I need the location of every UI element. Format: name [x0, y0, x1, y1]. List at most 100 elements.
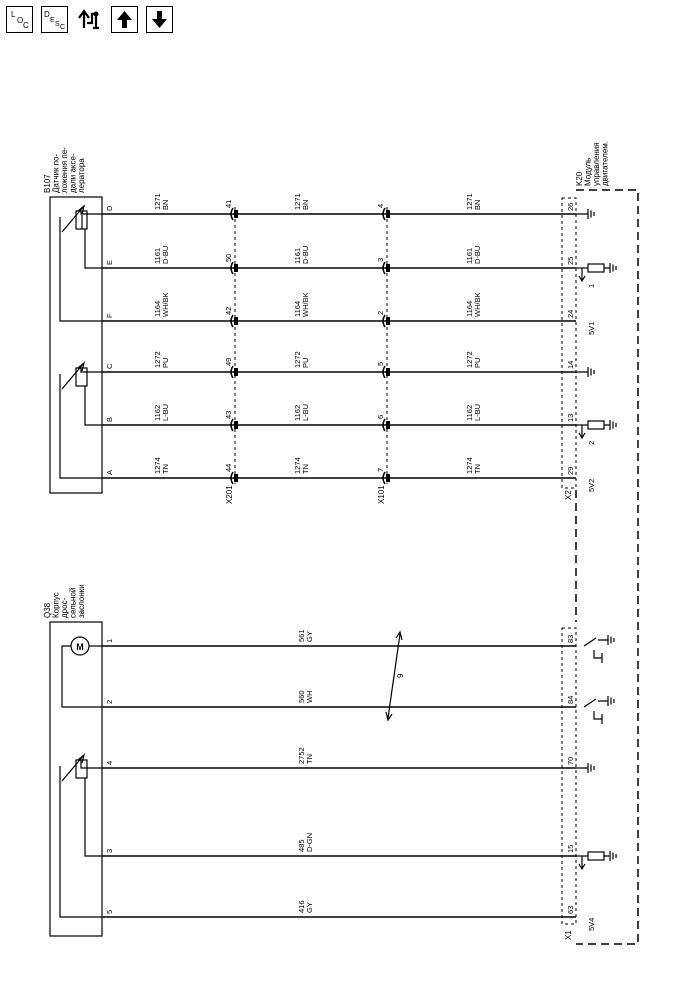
- k20-title: K20Модульуправлениядвигателем.: [575, 141, 610, 186]
- circuit-color-bottom-3: TN: [305, 754, 314, 764]
- k20-label-2: 2: [587, 441, 596, 445]
- b107-pin-A: A: [105, 470, 114, 475]
- twisted-pair-label: 9: [396, 673, 405, 678]
- circuit-color-top-3-2: WH/BK: [301, 292, 310, 317]
- circuit-color-top-2-1: D-BU: [161, 246, 170, 264]
- desc-letter-c: C: [60, 24, 65, 31]
- q38-pin-1: 1: [105, 639, 114, 643]
- arrow-up-icon: [117, 11, 132, 28]
- pulldown-25: [576, 263, 617, 283]
- circuit-number-top-6-2: 1274: [293, 457, 302, 474]
- circuit-color-bottom-5: GY: [305, 902, 314, 913]
- x2-connector-outline: [561, 197, 577, 489]
- circuit-number-bottom-1: 561: [297, 629, 306, 642]
- circuit-number-bottom-4: 485: [297, 839, 306, 852]
- circuit-number-top-4-3: 1272: [465, 351, 474, 368]
- ground-70: [576, 763, 595, 773]
- x201-terminal-3: [230, 314, 238, 328]
- x101-pin-5: 6: [376, 415, 385, 419]
- circuit-color-top-6-3: TN: [473, 464, 482, 474]
- k20-pin-top-6: 29: [566, 467, 575, 475]
- ground-14: [576, 367, 595, 377]
- loc-button[interactable]: L O C: [6, 6, 33, 33]
- x101-pin-4: 5: [376, 362, 385, 366]
- circuit-number-top-6-1: 1274: [153, 457, 162, 474]
- circuit-number-bottom-2: 560: [297, 690, 306, 703]
- b107-title: B107Датчик по-ложения пе-дали аксе-лерат…: [43, 147, 86, 193]
- x201-pin-3: 42: [224, 307, 233, 315]
- x1-connector-outline: [561, 627, 577, 925]
- b107-potentiometer-1: [59, 204, 102, 322]
- b107-box: [49, 196, 103, 494]
- k20-outline: [576, 189, 639, 945]
- x201-terminal-1: [230, 207, 238, 221]
- pulldown-15: [576, 851, 617, 871]
- circuit-color-top-4-3: PU: [473, 358, 482, 368]
- circuit-color-top-3-1: WH/BK: [161, 292, 170, 317]
- circuit-number-bottom-5: 416: [297, 900, 306, 913]
- x201-pin-2: 50: [224, 254, 233, 262]
- x101-terminal-1: [382, 207, 390, 221]
- circuit-color-top-1-1: BN: [161, 200, 170, 210]
- svg-text:Q38Корпусдрос-сельнойзаслонки: Q38Корпусдрос-сельнойзаслонки: [43, 584, 86, 618]
- q38-pin-2: 2: [105, 700, 114, 704]
- x201-terminal-2: [230, 261, 238, 275]
- circuit-color-top-2-3: D-BU: [473, 246, 482, 264]
- q38-potentiometer: [59, 753, 102, 918]
- x201-terminal-5: [230, 418, 238, 432]
- q38-pin-5: 5: [105, 910, 114, 914]
- pulldown-13: [576, 420, 617, 440]
- arrow-up-button[interactable]: [111, 6, 138, 33]
- x101-terminal-6: [382, 471, 390, 485]
- b107-pin-D: D: [105, 205, 114, 211]
- b107-potentiometer-2: [59, 361, 102, 479]
- x201-pin-1: 41: [224, 200, 233, 208]
- k20-pin-top-3: 24: [566, 310, 575, 318]
- desc-letter-d: D: [44, 10, 50, 19]
- circuit-color-top-4-1: PU: [161, 358, 170, 368]
- k20-pin-bottom-3: 70: [566, 757, 575, 765]
- circuit-number-top-3-1: 1164: [153, 301, 162, 317]
- x101-terminal-4: [382, 365, 390, 379]
- x101-terminal-3: [382, 314, 390, 328]
- x101-pin-3: 2: [376, 311, 385, 315]
- circuit-number-top-4-1: 1272: [153, 351, 162, 368]
- driver-83: [583, 635, 615, 663]
- k20-pin-top-2: 25: [566, 257, 575, 265]
- circuit-color-top-6-1: TN: [161, 464, 170, 474]
- schematic-button[interactable]: [76, 6, 103, 33]
- svg-text:K20Модульуправлениядвигателем.: K20Модульуправлениядвигателем.: [575, 141, 610, 186]
- circuit-number-bottom-3: 2752: [297, 747, 306, 764]
- circuit-number-top-2-3: 1161: [465, 248, 474, 264]
- schematic-icon: [78, 9, 99, 30]
- loc-letter-o: O: [17, 16, 23, 25]
- circuit-number-top-5-2: 1162: [293, 405, 302, 421]
- circuit-color-top-1-2: BN: [301, 200, 310, 210]
- b107-pin-E: E: [105, 260, 114, 265]
- desc-button[interactable]: D E S C: [41, 6, 68, 33]
- circuit-number-top-2-1: 1161: [153, 248, 162, 264]
- x101-terminal-2: [382, 261, 390, 275]
- ground-26: [576, 209, 595, 219]
- circuit-number-top-3-2: 1164: [293, 301, 302, 317]
- circuit-number-top-4-2: 1272: [293, 351, 302, 368]
- arrow-down-button[interactable]: [146, 6, 173, 33]
- x101-label: X101: [377, 485, 386, 504]
- twisted-pair-tick-1: [385, 711, 393, 722]
- circuit-color-top-2-2: D-BU: [301, 246, 310, 264]
- arrow-down-icon: [152, 11, 167, 28]
- twisted-pair-line: [387, 633, 401, 719]
- x201-terminal-4: [230, 365, 238, 379]
- toolbar: L O C D E S C: [6, 6, 173, 36]
- circuit-color-top-3-3: WH/BK: [473, 292, 482, 317]
- circuit-color-top-5-1: L-BU: [161, 404, 170, 421]
- k20-pin-bottom-1: 83: [566, 635, 575, 643]
- b107-pin-B: B: [105, 417, 114, 422]
- k20-label-1: 1: [587, 284, 596, 288]
- loc-letter-l: L: [11, 10, 16, 19]
- driver-84: [583, 696, 615, 724]
- circuit-color-top-1-3: BN: [473, 200, 482, 210]
- x101-pin-2: 3: [376, 258, 385, 262]
- x101-pin-6: 7: [376, 468, 385, 472]
